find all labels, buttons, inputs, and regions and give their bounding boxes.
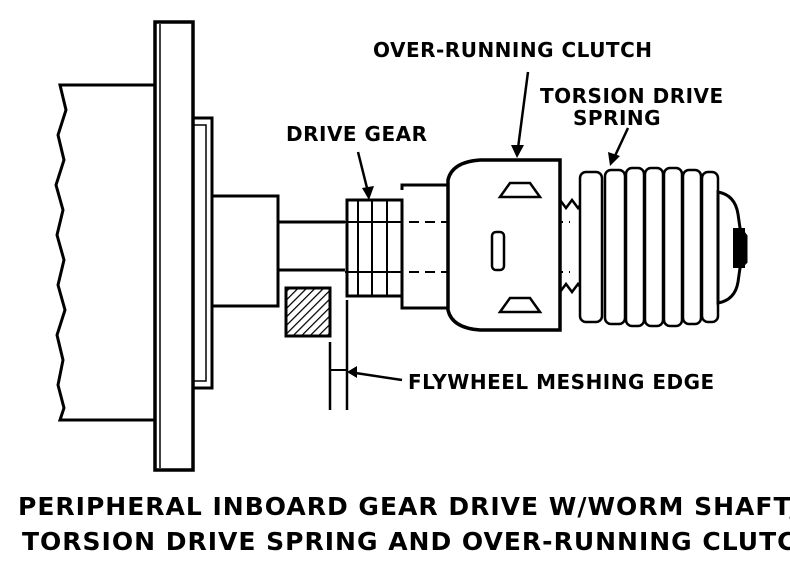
- clutch-roller-upper: [497, 181, 543, 199]
- mounting-flange: [153, 20, 195, 472]
- pilot-ring-inner: [193, 124, 207, 382]
- leader-torsion-spring: [612, 127, 630, 159]
- leader-spring-arrowhead: [608, 152, 620, 166]
- clutch-roller-lower: [497, 296, 543, 314]
- label-flywheel-meshing-edge: FLYWHEEL MESHING EDGE: [408, 370, 715, 394]
- torsion-drive-spring: [578, 166, 720, 328]
- drive-gear: [345, 198, 404, 298]
- label-spring: SPRING: [573, 106, 662, 130]
- pilot-boss: [212, 194, 280, 308]
- leader-drive-gear: [356, 151, 370, 193]
- leader-flywheel-meshing-edge: [348, 370, 403, 382]
- clutch-slot: [490, 230, 506, 272]
- label-over-running-clutch: OVER-RUNNING CLUTCH: [373, 38, 653, 62]
- caption-line-2: TORSION DRIVE SPRING AND OVER-RUNNING CL…: [22, 527, 790, 556]
- clutch-neck: [400, 183, 450, 310]
- caption-line-1: PERIPHERAL INBOARD GEAR DRIVE W/WORM SHA…: [18, 492, 790, 521]
- leader-clutch-arrowhead: [511, 145, 524, 158]
- leader-over-running-clutch: [516, 71, 530, 149]
- pilot-ring-outer: [193, 116, 214, 390]
- label-drive-gear: DRIVE GEAR: [286, 122, 428, 146]
- leader-flywheel-arrowhead: [347, 366, 357, 378]
- spring-end-cap: [716, 190, 748, 305]
- housing-body: [54, 83, 155, 422]
- label-torsion-drive: TORSION DRIVE: [540, 84, 724, 108]
- flywheel-ring-gear: [284, 286, 332, 338]
- leader-drive-gear-arrowhead: [362, 186, 374, 200]
- spring-end-nut: [733, 228, 745, 268]
